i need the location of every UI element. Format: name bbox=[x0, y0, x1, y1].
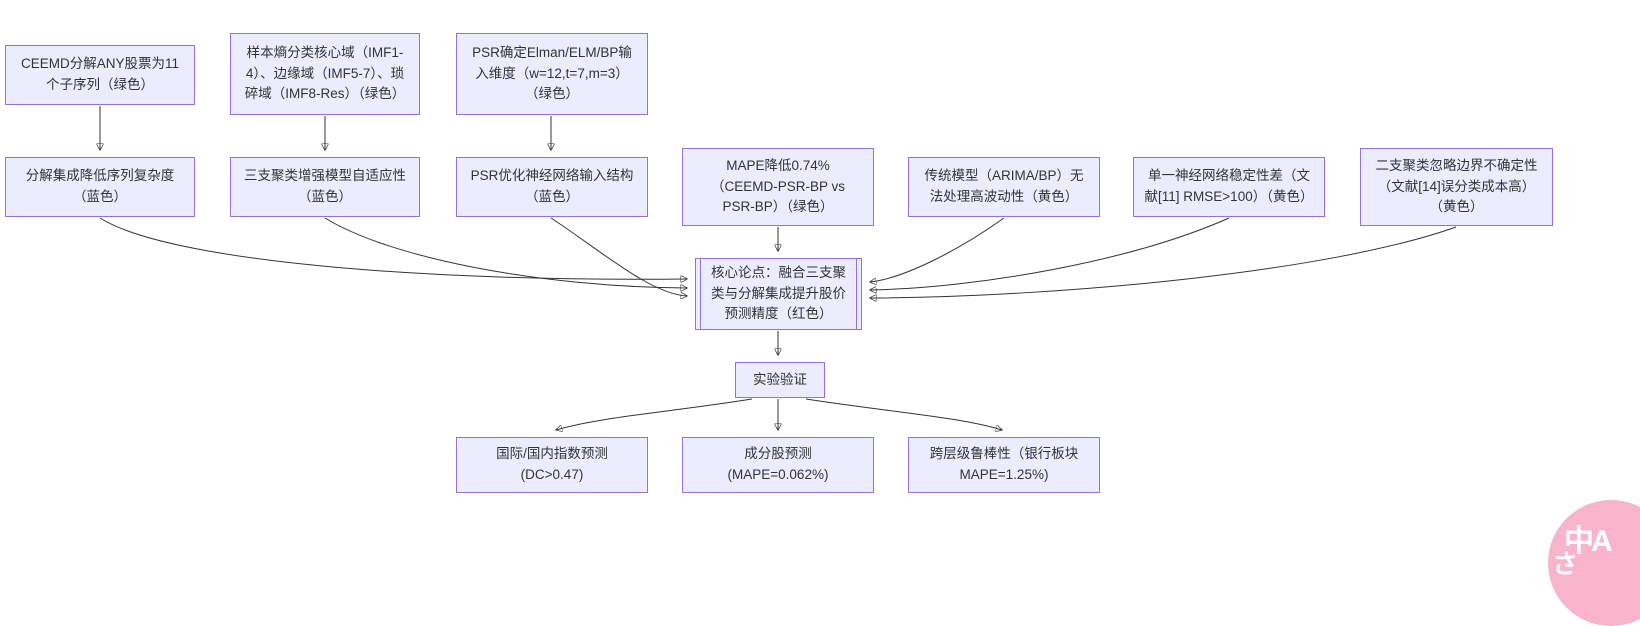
node-two-way-clustering-limits: 二支聚类忽略边界不确定性（文献[14]误分类成本高）（黄色） bbox=[1360, 148, 1553, 226]
node-single-network-instability: 单一神经网络稳定性差（文献[11] RMSE>100）（黄色） bbox=[1133, 157, 1325, 217]
node-label: PSR确定Elman/ELM/BP输入维度（w=12,t=7,m=3）（绿色） bbox=[472, 44, 632, 102]
node-sample-entropy: 样本熵分类核心域（IMF1-4）、边缘域（IMF5-7）、琐碎域（IMF8-Re… bbox=[230, 33, 420, 115]
translate-floating-button[interactable]: 中A さ bbox=[1548, 500, 1640, 626]
edge-twoway-core bbox=[870, 226, 1457, 298]
node-label: PSR优化神经网络输入结构（蓝色） bbox=[470, 168, 634, 204]
node-three-way-clustering: 三支聚类增强模型自适应性（蓝色） bbox=[230, 157, 420, 217]
edge-single-core bbox=[870, 217, 1230, 290]
edge-psropt-core bbox=[550, 217, 687, 296]
node-traditional-models: 传统模型（ARIMA/BP）无法处理高波动性（黄色） bbox=[908, 157, 1100, 217]
node-label: 成分股预测 (MAPE=0.062%) bbox=[727, 446, 829, 482]
node-label: 二支聚类忽略边界不确定性（文献[14]误分类成本高）（黄色） bbox=[1375, 157, 1538, 215]
node-constituent-stock-prediction: 成分股预测 (MAPE=0.062%) bbox=[682, 437, 874, 493]
node-label: CEEMD分解ANY股票为11个子序列（绿色） bbox=[20, 56, 180, 92]
node-label: 单一神经网络稳定性差（文献[11] RMSE>100）（黄色） bbox=[1144, 168, 1314, 204]
node-psr-optimization: PSR优化神经网络输入结构（蓝色） bbox=[456, 157, 648, 217]
flowchart-canvas: CEEMD分解ANY股票为11个子序列（绿色） 样本熵分类核心域（IMF1-4）… bbox=[5, 33, 1640, 626]
node-cross-level-robustness: 跨层级鲁棒性（银行板块 MAPE=1.25%) bbox=[908, 437, 1100, 493]
translate-icon: 中A bbox=[1564, 525, 1613, 558]
edge-threeway-core bbox=[324, 217, 687, 288]
node-label: MAPE降低0.74%（CEEMD-PSR-BP vs PSR-BP）（绿色） bbox=[710, 157, 846, 215]
node-psr-input-dimension: PSR确定Elman/ELM/BP输入维度（w=12,t=7,m=3）（绿色） bbox=[456, 33, 648, 115]
translate-icon-kana: さ bbox=[1552, 549, 1579, 579]
node-label: 核心论点：融合三支聚类与分解集成提升股价预测精度（红色） bbox=[711, 264, 846, 322]
node-ceemd-decomposition: CEEMD分解ANY股票为11个子序列（绿色） bbox=[5, 45, 195, 105]
node-experimental-validation: 实验验证 bbox=[735, 362, 825, 398]
node-label: 样本熵分类核心域（IMF1-4）、边缘域（IMF5-7）、琐碎域（IMF8-Re… bbox=[244, 44, 406, 102]
node-label: 三支聚类增强模型自适应性（蓝色） bbox=[244, 168, 406, 204]
edge-exp-robust bbox=[805, 398, 1002, 430]
node-mape-reduction: MAPE降低0.74%（CEEMD-PSR-BP vs PSR-BP）（绿色） bbox=[682, 148, 874, 226]
node-label: 实验验证 bbox=[753, 371, 807, 387]
node-core-thesis: 核心论点：融合三支聚类与分解集成提升股价预测精度（红色） bbox=[695, 258, 862, 330]
node-label: 跨层级鲁棒性（银行板块 MAPE=1.25%) bbox=[929, 446, 1079, 482]
node-label: 传统模型（ARIMA/BP）无法处理高波动性（黄色） bbox=[924, 168, 1084, 204]
node-index-prediction: 国际/国内指数预测 (DC>0.47) bbox=[456, 437, 648, 493]
edge-trad-core bbox=[870, 217, 1005, 282]
edge-exp-index bbox=[556, 398, 753, 430]
node-label: 国际/国内指数预测 (DC>0.47) bbox=[496, 446, 608, 482]
edge-decomp-core bbox=[99, 217, 687, 279]
node-decomposition-ensemble: 分解集成降低序列复杂度（蓝色） bbox=[5, 157, 195, 217]
node-label: 分解集成降低序列复杂度（蓝色） bbox=[25, 168, 175, 204]
